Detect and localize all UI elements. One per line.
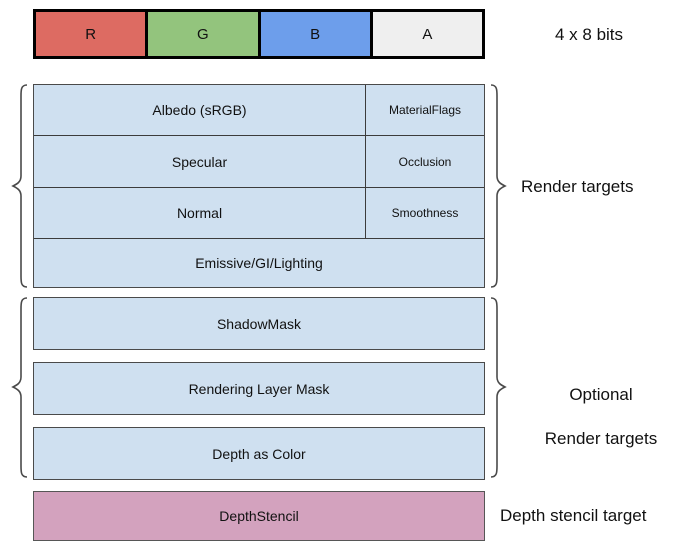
depth-stencil-caption: Depth stencil target bbox=[500, 506, 647, 525]
optional-render-targets-right-brace bbox=[488, 297, 508, 478]
channel-cell-r: R bbox=[36, 12, 149, 56]
render-targets-table: Albedo (sRGB) MaterialFlags Specular Occ… bbox=[33, 84, 485, 288]
channel-cell-g: G bbox=[148, 12, 261, 56]
render-target-aux-label: Occlusion bbox=[398, 154, 452, 169]
optional-render-target-label: Rendering Layer Mask bbox=[188, 380, 330, 397]
depth-stencil-box: DepthStencil bbox=[33, 491, 485, 541]
channel-cell-b: B bbox=[260, 12, 373, 56]
channel-label-b: B bbox=[310, 25, 321, 43]
render-target-main-label: Normal bbox=[176, 205, 223, 221]
channel-bar: R G B A bbox=[33, 9, 485, 59]
render-targets-right-brace bbox=[488, 84, 508, 288]
render-target-aux-cell: Occlusion bbox=[365, 136, 484, 187]
optional-render-targets-caption-line2: Render targets bbox=[544, 429, 658, 448]
render-target-aux-cell: Smoothness bbox=[365, 188, 484, 238]
render-target-aux-label: MaterialFlags bbox=[388, 103, 462, 117]
optional-render-targets-left-brace bbox=[10, 297, 30, 478]
render-target-aux-cell: MaterialFlags bbox=[365, 85, 484, 135]
optional-render-target-box: Rendering Layer Mask bbox=[33, 362, 485, 415]
optional-render-target-label: Depth as Color bbox=[212, 445, 306, 462]
optional-render-target-box: ShadowMask bbox=[33, 297, 485, 350]
channel-label-r: R bbox=[85, 25, 97, 43]
render-targets-caption: Render targets bbox=[521, 177, 634, 196]
channel-label-g: G bbox=[197, 25, 209, 43]
optional-render-target-box: Depth as Color bbox=[33, 427, 485, 480]
channel-bar-caption: 4 x 8 bits bbox=[555, 25, 624, 44]
render-target-aux-label: Smoothness bbox=[391, 206, 459, 220]
depth-stencil-label: DepthStencil bbox=[219, 508, 299, 524]
render-target-main-label: Albedo (sRGB) bbox=[152, 102, 247, 118]
render-target-main-cell: Specular bbox=[34, 136, 365, 187]
render-target-main-label: Emissive/GI/Lighting bbox=[195, 255, 323, 271]
channel-cell-a: A bbox=[372, 12, 482, 56]
render-target-main-cell: Normal bbox=[34, 188, 365, 238]
render-target-row: Normal Smoothness bbox=[34, 188, 484, 239]
optional-render-targets-caption-line1: Optional bbox=[569, 385, 633, 404]
render-target-row: Emissive/GI/Lighting bbox=[34, 239, 484, 287]
render-target-main-cell: Emissive/GI/Lighting bbox=[34, 239, 484, 287]
render-target-main-cell: Albedo (sRGB) bbox=[34, 85, 365, 135]
channel-label-a: A bbox=[422, 25, 433, 43]
optional-render-targets-caption: Optional Render targets bbox=[521, 362, 681, 472]
render-targets-left-brace bbox=[10, 84, 30, 288]
render-target-row: Albedo (sRGB) MaterialFlags bbox=[34, 85, 484, 136]
optional-render-target-label: ShadowMask bbox=[216, 315, 302, 332]
render-target-row: Specular Occlusion bbox=[34, 136, 484, 188]
render-target-main-label: Specular bbox=[171, 153, 228, 170]
